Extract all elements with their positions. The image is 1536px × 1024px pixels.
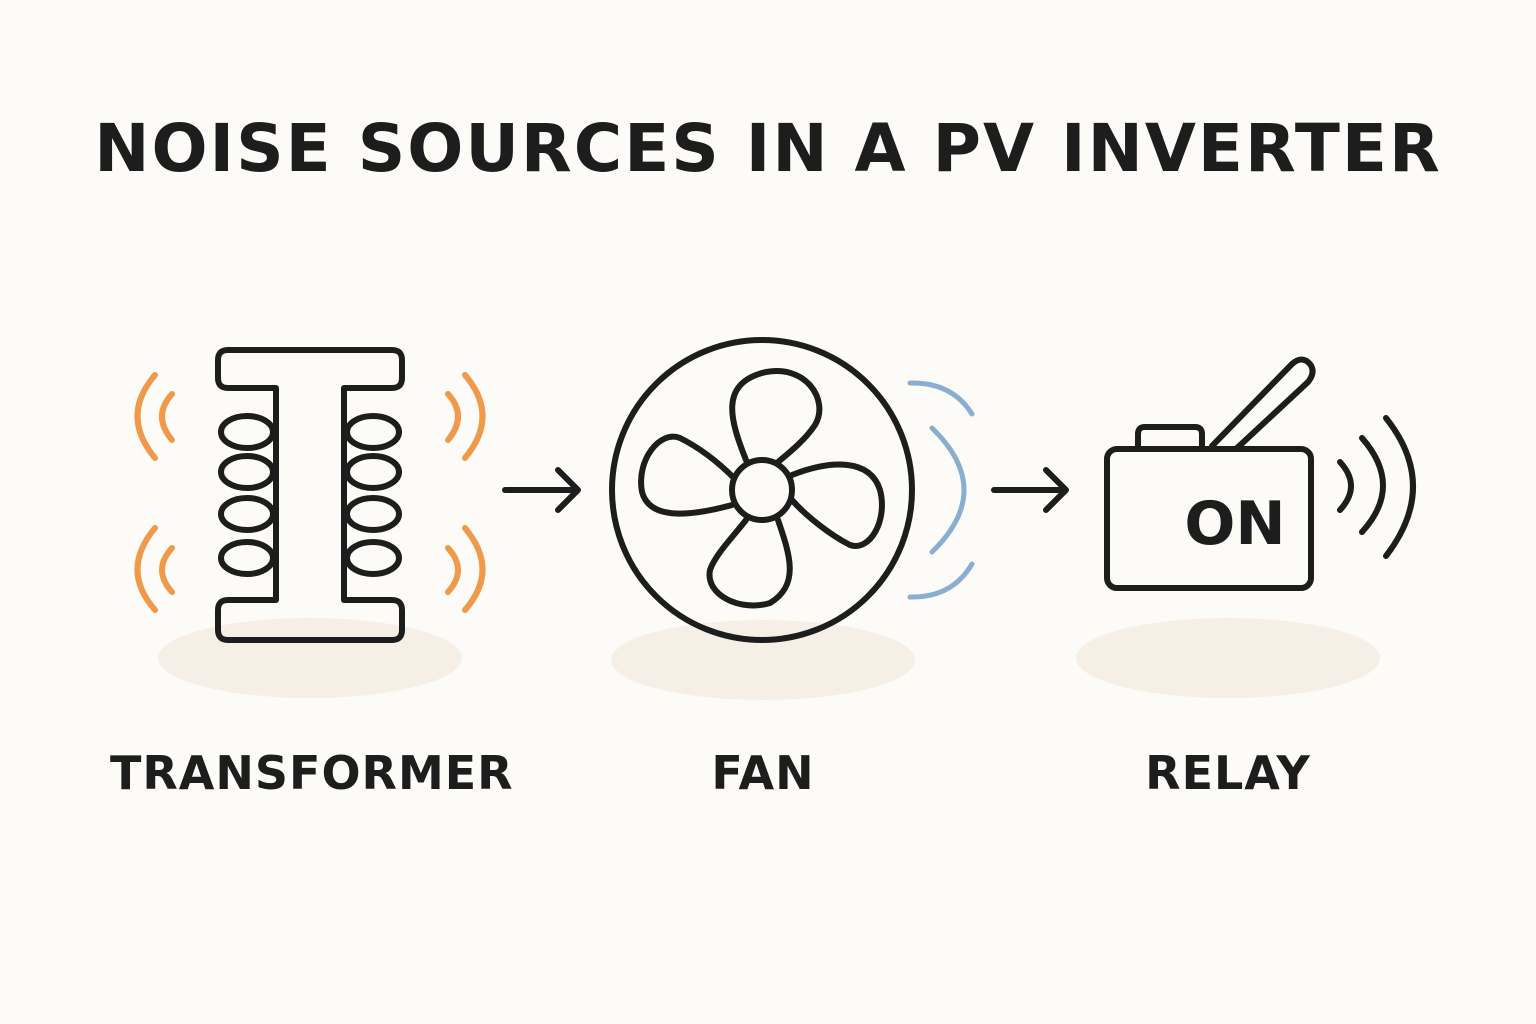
fan-hub bbox=[729, 457, 795, 523]
transformer-left-coil bbox=[218, 413, 276, 577]
transformer-sound-waves bbox=[134, 372, 486, 613]
relay-icon bbox=[1104, 356, 1316, 591]
fan-blade-top bbox=[729, 368, 823, 465]
transformer-label: TRANSFORMER bbox=[110, 746, 514, 800]
fan-shadow bbox=[611, 620, 915, 700]
relay-lever bbox=[1209, 356, 1316, 452]
arrow-transformer-to-fan bbox=[502, 467, 581, 513]
relay-label: RELAY bbox=[1145, 746, 1311, 800]
transformer-shadow bbox=[158, 618, 462, 698]
fan-blade-bottom bbox=[706, 517, 793, 609]
relay-click-waves bbox=[1337, 415, 1416, 559]
fan-blade-left bbox=[638, 433, 737, 517]
relay-status-text: ON bbox=[1184, 489, 1285, 559]
relay-body bbox=[1104, 446, 1314, 591]
transformer-right-coil bbox=[344, 413, 402, 577]
relay-tab bbox=[1135, 424, 1205, 452]
fan-housing bbox=[609, 337, 915, 643]
fan-label: FAN bbox=[711, 746, 815, 800]
fan-blade-right bbox=[789, 461, 885, 549]
diagram-title: NOISE SOURCES IN A PV INVERTER bbox=[94, 110, 1442, 187]
arrow-fan-to-relay bbox=[991, 467, 1069, 513]
transformer-icon bbox=[215, 347, 405, 643]
fan-icon bbox=[609, 337, 915, 643]
relay-shadow bbox=[1076, 618, 1380, 698]
fan-airflow-waves bbox=[907, 380, 975, 600]
